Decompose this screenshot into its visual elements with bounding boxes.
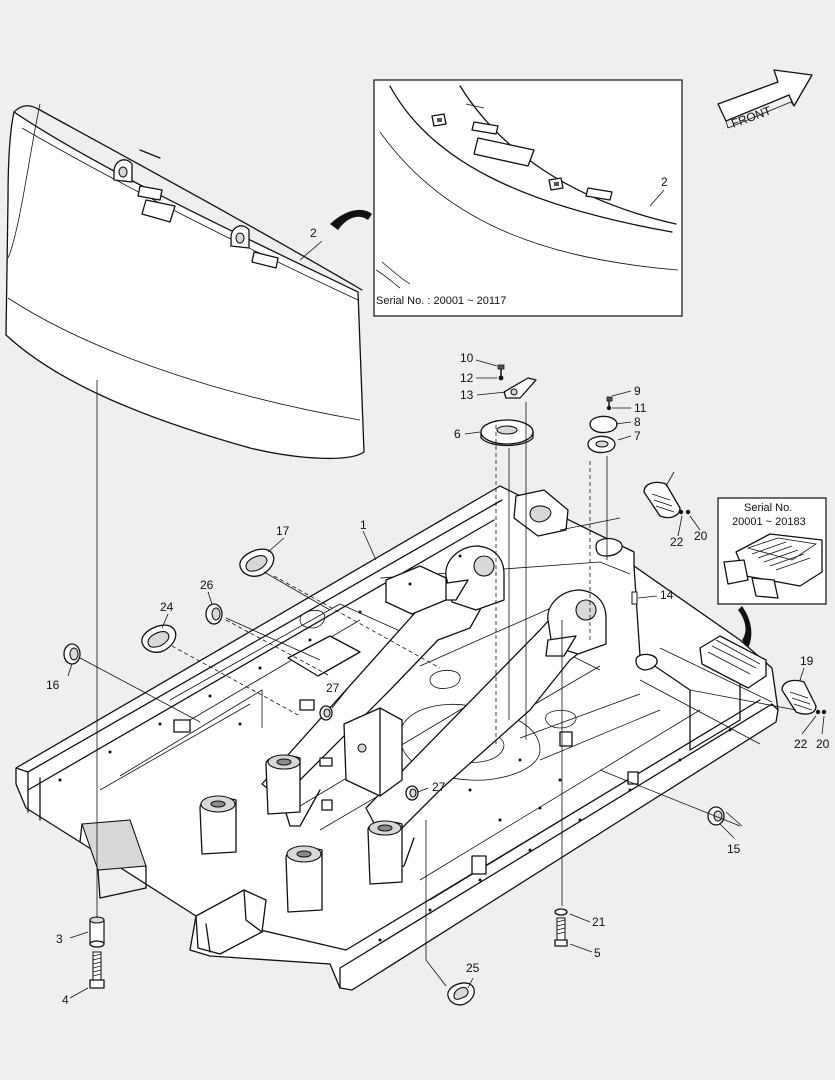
callout-20b: 20	[816, 737, 830, 751]
part-25-grommet	[447, 982, 475, 1006]
inset-right-serial-title: Serial No.	[744, 502, 792, 514]
part-5-bolt	[554, 917, 568, 947]
part-14-pin	[631, 591, 638, 605]
callout-10: 10	[460, 351, 474, 365]
part-19-vent-cover	[781, 679, 827, 715]
part-21-washer	[554, 908, 568, 916]
part-3-spacer	[89, 916, 105, 948]
part-4-bolt	[89, 951, 105, 989]
part-7-8-cover	[587, 396, 618, 454]
callout-20a: 20	[694, 529, 708, 543]
leader-lines	[67, 240, 825, 999]
callout-9: 9	[634, 384, 641, 398]
callout-2a: 2	[310, 226, 317, 240]
inset-detail-counterweight: 2 Serial No. : 20001 ~ 20117	[373, 79, 683, 317]
callout-8: 8	[634, 415, 641, 429]
inset-right-pointer-arrow	[738, 606, 752, 648]
part-16-grommet	[63, 643, 81, 665]
callout-22a: 22	[670, 535, 684, 549]
part-27-grommet	[319, 705, 419, 801]
callout-2b: 2	[661, 175, 668, 189]
callout-21: 21	[592, 915, 606, 929]
part-10-bolt	[497, 364, 505, 381]
inset-left-serial: Serial No. : 20001 ~ 20117	[376, 295, 506, 307]
callout-17: 17	[276, 524, 290, 538]
part-23-vent-cover	[643, 481, 691, 519]
part-6-thrust-washer	[480, 419, 534, 447]
callout-labels: 2 1 10 12 13 6 9 11 8 7 22 20 17 26 24 1…	[46, 226, 830, 1007]
callout-19: 19	[800, 654, 814, 668]
inset-right-serial-range: 20001 ~ 20183	[732, 516, 806, 528]
callout-11: 11	[634, 401, 647, 415]
callout-3: 3	[56, 932, 63, 946]
callout-25: 25	[466, 961, 480, 975]
callout-4: 4	[62, 993, 69, 1007]
callout-22b: 22	[794, 737, 808, 751]
part-26-grommet	[205, 603, 223, 625]
callout-16: 16	[46, 678, 60, 692]
part-24-grommet	[141, 624, 177, 653]
upper-frame	[15, 485, 779, 991]
callout-6: 6	[454, 427, 461, 441]
callout-27a: 27	[326, 681, 340, 695]
inset-pointer-arrow	[330, 209, 372, 230]
inset-detail-step: Serial No. 20001 ~ 20183	[717, 497, 827, 605]
callout-7: 7	[634, 429, 641, 443]
callout-14: 14	[660, 588, 674, 602]
counterweight	[5, 103, 365, 460]
callout-27b: 27	[432, 780, 446, 794]
callout-26: 26	[200, 578, 214, 592]
callout-24: 24	[160, 600, 174, 614]
callout-5: 5	[594, 946, 601, 960]
part-17-grommet	[239, 548, 275, 577]
callout-15: 15	[727, 842, 741, 856]
callout-13: 13	[460, 388, 474, 402]
callout-12: 12	[460, 371, 474, 385]
part-13-lock-plate	[503, 377, 537, 399]
callout-1: 1	[360, 518, 367, 532]
front-arrow-icon: FRONT	[717, 69, 813, 131]
